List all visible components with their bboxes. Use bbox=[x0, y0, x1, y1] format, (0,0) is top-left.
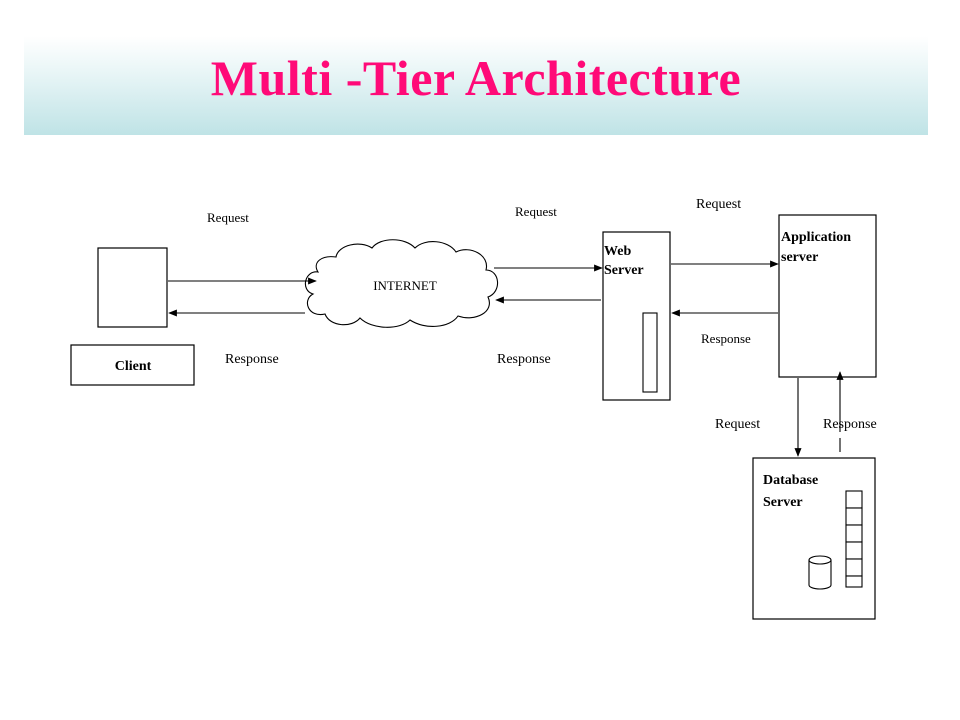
internet-label: INTERNET bbox=[373, 278, 437, 293]
web-server-box bbox=[602, 231, 671, 401]
web-server-label-line2: Server bbox=[604, 263, 644, 278]
label-internet-client-response: Response bbox=[225, 352, 279, 367]
app-server-label-line1: Application bbox=[781, 230, 851, 245]
db-rack bbox=[845, 490, 863, 588]
internet-cloud bbox=[304, 239, 499, 328]
label-internet-web-request: Request bbox=[515, 204, 557, 219]
label-client-internet-request: Request bbox=[207, 210, 249, 225]
title-banner bbox=[24, 36, 928, 135]
client-box bbox=[70, 344, 195, 386]
db-server-label-line2: Server bbox=[763, 495, 803, 510]
app-server-box bbox=[778, 214, 877, 378]
label-app-db-request: Request bbox=[715, 417, 760, 432]
app-server-label-line2: server bbox=[781, 250, 818, 265]
label-web-app-request: Request bbox=[696, 197, 741, 212]
database-cylinder-icon bbox=[808, 555, 832, 590]
web-server-slot bbox=[642, 312, 658, 393]
page-title: Multi -Tier Architecture bbox=[210, 50, 742, 106]
label-db-app-response: Response bbox=[823, 417, 877, 432]
client-label: Client bbox=[115, 359, 152, 374]
db-server-label-line1: Database bbox=[763, 473, 818, 488]
label-web-internet-response: Response bbox=[497, 352, 551, 367]
label-app-web-response: Response bbox=[701, 331, 751, 346]
client-monitor bbox=[97, 247, 168, 328]
web-server-label-line1: Web bbox=[604, 244, 631, 259]
